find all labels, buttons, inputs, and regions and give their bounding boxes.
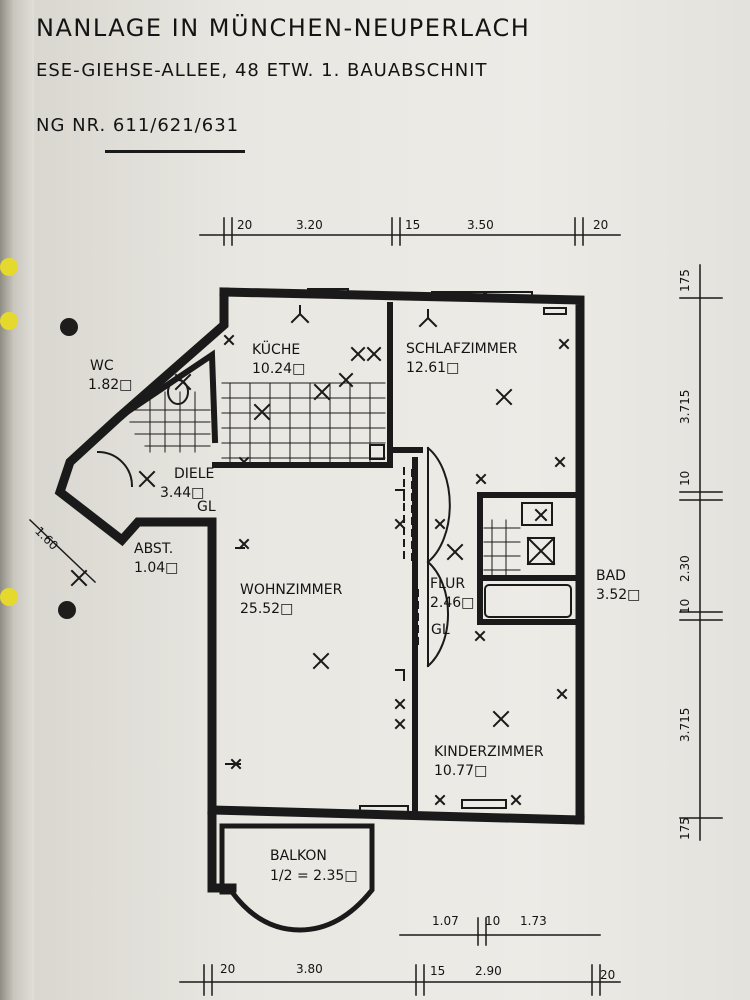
room-kinderzimmer-name: KINDERZIMMER	[434, 744, 544, 760]
dim-bottom-upper-2: 10	[485, 914, 501, 928]
room-wc-area: 1.82□	[88, 377, 133, 393]
header-line-2: ESE-GIEHSE-ALLEE, 48 ETW. 1. BAUABSCHNIT	[36, 60, 488, 81]
header-underline	[105, 150, 245, 153]
dim-bottom-2: 3.80	[296, 962, 323, 976]
room-diele-area: 3.44□	[160, 485, 205, 501]
room-kinderzimmer-area: 10.77□	[434, 763, 488, 779]
room-bad-area: 3.52□	[596, 587, 641, 603]
dim-bottom-3: 15	[430, 964, 446, 978]
room-wohnzimmer-area: 25.52□	[240, 601, 294, 617]
room-wohnzimmer-name: WOHNZIMMER	[240, 582, 343, 598]
punch-hole	[60, 318, 78, 336]
dim-top-4: 3.50	[467, 218, 494, 232]
dim-bottom-upper-1: 1.07	[432, 914, 459, 928]
room-schlafzimmer-name: SCHLAFZIMMER	[406, 341, 518, 357]
dim-top-3: 15	[405, 218, 421, 232]
punch-hole	[58, 601, 76, 619]
room-flur-area: 2.46□	[430, 595, 475, 611]
interior-walls	[113, 302, 578, 815]
room-abst-area: 1.04□	[134, 560, 179, 576]
dim-top-2: 3.20	[296, 218, 323, 232]
plan-sheet	[22, 0, 750, 1000]
room-balkon-area: 1/2 = 2.35□	[270, 868, 358, 884]
dim-right-1: 175	[678, 269, 692, 292]
binder-ring	[0, 588, 18, 606]
header-line-1: NANLAGE IN MÜNCHEN-NEUPERLACH	[36, 14, 531, 42]
dim-top-1: 20	[237, 218, 253, 232]
dim-right-5: 10	[678, 598, 692, 614]
room-balkon-name: BALKON	[270, 848, 327, 864]
room-flur-name: FLUR	[430, 576, 466, 592]
room-diele-name: DIELE	[174, 466, 215, 482]
tile-grid	[129, 382, 521, 577]
dim-bottom-upper-3: 1.73	[520, 914, 547, 928]
dim-right-4: 2.30	[678, 555, 692, 582]
dim-bottom-1: 20	[220, 962, 236, 976]
binder-ring	[0, 312, 18, 330]
ceiling-lights	[70, 373, 513, 728]
flur-gl-mark: GL	[431, 622, 450, 638]
outlet-symbols	[223, 305, 570, 806]
room-wc-name: WC	[90, 358, 114, 374]
room-abst-name: ABST.	[134, 541, 174, 557]
dim-bottom-4: 2.90	[475, 964, 502, 978]
room-kueche-name: KÜCHE	[252, 342, 301, 358]
header-line-3: NG NR. 611/621/631	[36, 115, 240, 136]
room-bad-name: BAD	[596, 568, 626, 584]
door-swings	[96, 446, 451, 668]
dim-bottom-5: 20	[600, 968, 616, 982]
diele-gl-mark: GL	[197, 499, 216, 515]
balcony-outline	[219, 823, 375, 933]
dim-right-3: 10	[678, 470, 692, 486]
dim-top-5: 20	[593, 218, 609, 232]
sleeve-edge	[0, 0, 34, 1000]
windows	[307, 288, 567, 815]
binder-ring	[0, 258, 18, 276]
room-kueche-area: 10.24□	[252, 361, 306, 377]
dim-right-2: 3.715	[678, 389, 692, 424]
dim-right-7: 175	[678, 817, 692, 840]
dim-right-6: 3.715	[678, 707, 692, 742]
room-schlafzimmer-area: 12.61□	[406, 360, 460, 376]
dimension-lines	[28, 217, 723, 996]
